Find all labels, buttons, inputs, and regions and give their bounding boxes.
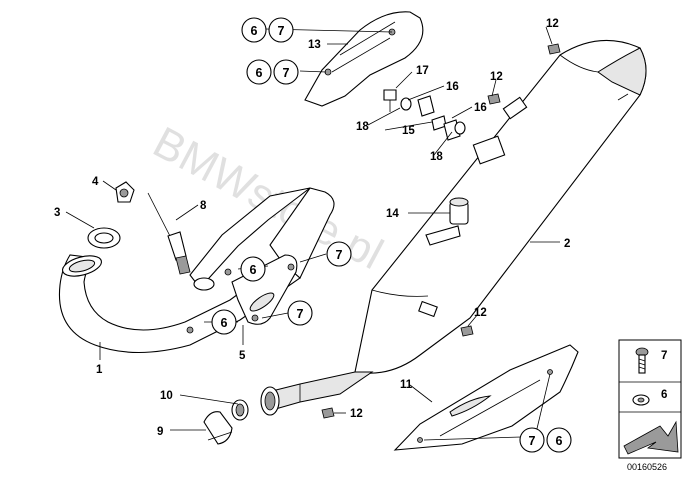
label-12d: 12 bbox=[350, 408, 363, 420]
label-10: 10 bbox=[160, 390, 173, 402]
circ-6-heat: 6 bbox=[556, 434, 563, 448]
label-5: 5 bbox=[239, 350, 246, 362]
circ-6-top2: 6 bbox=[256, 66, 263, 80]
document-number: 00160526 bbox=[627, 462, 667, 472]
circle-6-mid bbox=[240, 256, 266, 282]
circled-labels: 6 7 6 7 7 6 6 7 7 6 bbox=[211, 17, 572, 453]
bracket bbox=[231, 254, 298, 325]
circ-7-top1: 7 bbox=[278, 24, 285, 38]
damper-rubber bbox=[425, 197, 469, 246]
label-15: 15 bbox=[402, 125, 415, 137]
label-18b: 18 bbox=[430, 151, 443, 163]
label-18a: 18 bbox=[356, 121, 369, 133]
circ-6-top1: 6 bbox=[251, 24, 258, 38]
bracket-washers bbox=[193, 268, 232, 291]
circle-6-heat bbox=[546, 427, 572, 453]
heat-shield-lower bbox=[393, 344, 579, 451]
circle-7-heat bbox=[519, 427, 545, 453]
label-16a: 16 bbox=[446, 81, 459, 93]
legend-label-7: 7 bbox=[661, 350, 667, 362]
label-12a: 12 bbox=[546, 18, 559, 30]
muffler bbox=[260, 39, 647, 416]
oxygen-sensor bbox=[147, 192, 191, 275]
circle-6-top2 bbox=[246, 59, 272, 85]
screw-icon bbox=[635, 347, 649, 374]
circle-7-mid bbox=[326, 241, 352, 267]
circ-7-heat: 7 bbox=[529, 434, 536, 448]
label-12b: 12 bbox=[490, 71, 503, 83]
circ-7-mid: 7 bbox=[336, 248, 343, 262]
circle-7-top2 bbox=[273, 59, 299, 85]
circle-7-top1 bbox=[268, 17, 294, 43]
nuts-12 bbox=[321, 43, 561, 419]
mounting-hardware bbox=[383, 89, 466, 141]
heat-shield-upper bbox=[304, 11, 424, 107]
label-1: 1 bbox=[96, 364, 103, 376]
label-17: 17 bbox=[416, 65, 429, 77]
label-8: 8 bbox=[200, 200, 207, 212]
washer-icon bbox=[632, 394, 650, 406]
direction-arrow-icon bbox=[623, 420, 679, 455]
label-12c: 12 bbox=[474, 307, 487, 319]
label-3: 3 bbox=[54, 207, 60, 219]
label-13: 13 bbox=[308, 39, 321, 51]
circle-6-top1 bbox=[241, 17, 267, 43]
legend-box: 7 6 bbox=[618, 339, 682, 459]
circ-6-low: 6 bbox=[221, 316, 228, 330]
label-14: 14 bbox=[386, 208, 399, 220]
circ-6-mid: 6 bbox=[250, 263, 257, 277]
clamp-and-ring bbox=[203, 399, 249, 445]
label-4: 4 bbox=[92, 176, 99, 188]
label-9: 9 bbox=[157, 426, 163, 438]
legend-label-6: 6 bbox=[661, 389, 667, 401]
part-labels: 1 2 3 4 5 8 9 10 11 12 12 12 12 13 14 15… bbox=[54, 18, 570, 438]
nut-and-gasket bbox=[87, 181, 135, 249]
circle-6-low bbox=[211, 309, 237, 335]
circ-7-low: 7 bbox=[297, 307, 304, 321]
label-11: 11 bbox=[400, 379, 413, 391]
circ-7-top2: 7 bbox=[283, 66, 290, 80]
label-16b: 16 bbox=[474, 102, 487, 114]
label-2: 2 bbox=[564, 238, 570, 250]
circle-7-low bbox=[287, 300, 313, 326]
